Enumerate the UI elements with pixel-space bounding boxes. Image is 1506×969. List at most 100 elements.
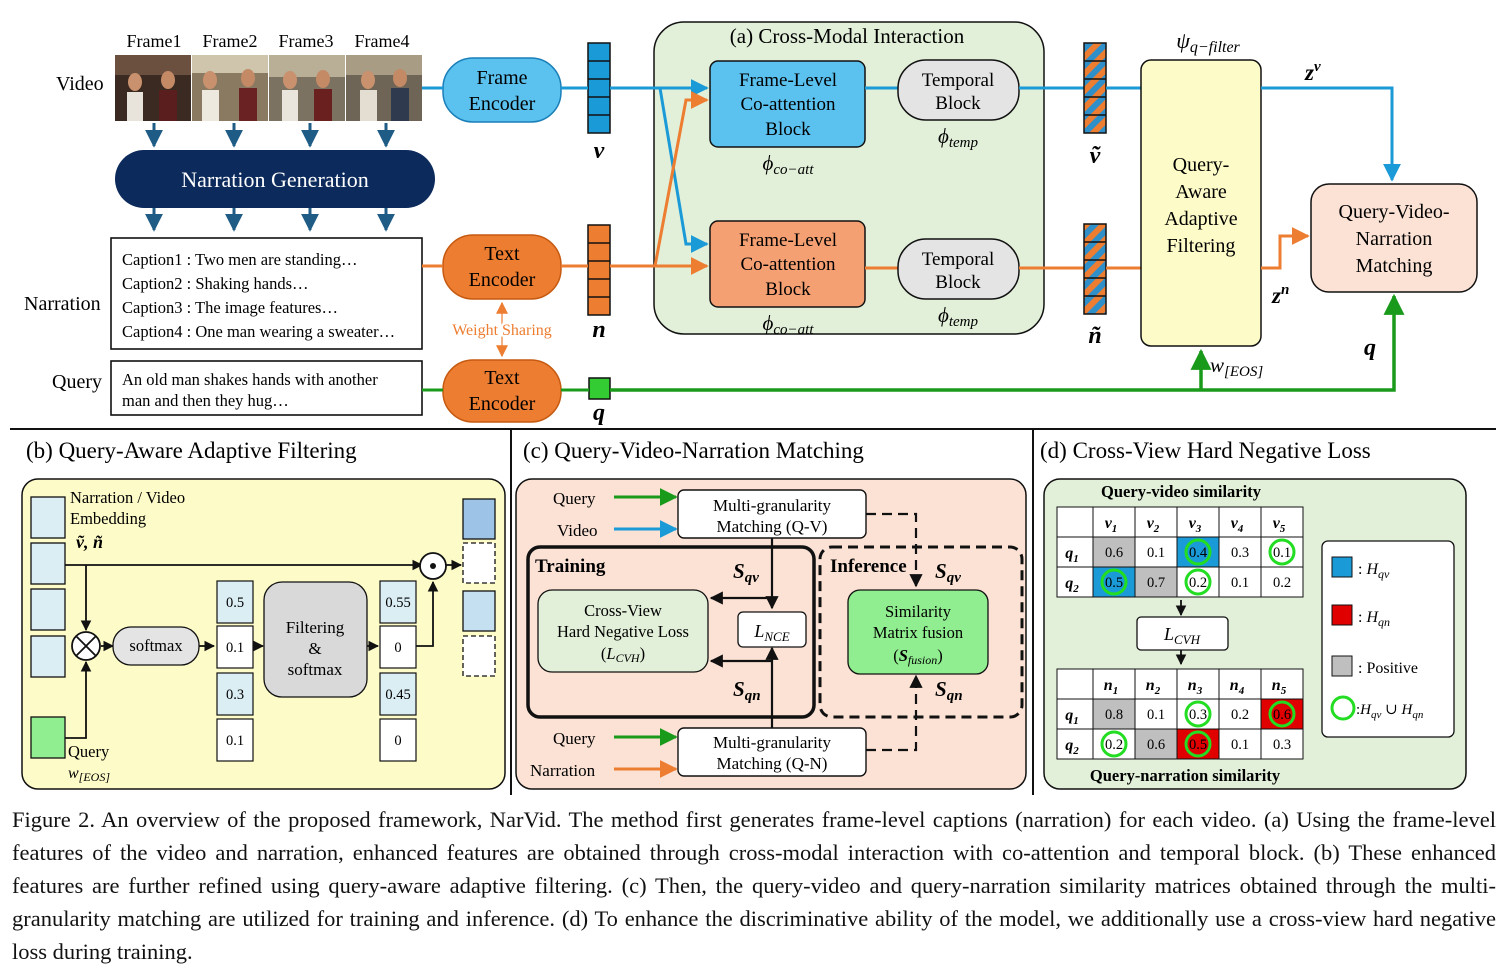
lcvh-label: LCVH — [1163, 624, 1201, 647]
embedding-label-line-1: Narration / Video — [70, 488, 185, 507]
phi-coatt-bottom: ϕco−att — [763, 311, 815, 338]
panel-c-query-label-bottom: Query — [553, 729, 596, 748]
value-left-1: 0.5 — [226, 595, 244, 611]
legend-hqv-label: : Hqv — [1358, 561, 1390, 581]
qn-cell — [1218, 698, 1262, 730]
coattention-block-narration: Frame-Level Co-attention Block — [709, 220, 866, 308]
qv-corner-cell — [1056, 506, 1094, 538]
qn-cell — [1176, 728, 1220, 760]
qaaf-line-3: Adaptive — [1164, 208, 1237, 230]
qn-hard-negative-circle — [1268, 700, 1296, 728]
legend-union-circle — [1330, 695, 1356, 721]
qn-cell — [1260, 728, 1304, 760]
caption-line-1: Caption1 : Two men are standing… — [122, 250, 357, 269]
coattention-block-video: Frame-Level Co-attention Block — [709, 60, 866, 148]
qn-col-header: n1 — [1104, 677, 1118, 697]
qvn-line-2: Narration — [1356, 228, 1433, 250]
panel-b-title: (b) Query-Aware Adaptive Filtering — [26, 438, 357, 463]
value-right-2: 0 — [394, 640, 401, 656]
qv-cell-value: 0.2 — [1189, 575, 1207, 591]
enhanced-video-vector — [1083, 42, 1107, 134]
qn-col-header: n5 — [1272, 677, 1287, 697]
elementwise-product-operator — [419, 552, 447, 580]
values-right-column: 0.55 0 0.45 0 — [379, 580, 417, 762]
qv-cell — [1218, 536, 1262, 568]
qn-cell-value: 0.3 — [1273, 737, 1291, 753]
qv-col-header: v2 — [1147, 515, 1160, 535]
coatt-video-line-2: Co-attention — [741, 94, 836, 115]
qaaf-line-4: Filtering — [1167, 235, 1236, 257]
frame-image-3 — [269, 55, 345, 121]
qv-col-header: v3 — [1189, 515, 1202, 535]
frame-encoder-line-2: Encoder — [469, 93, 536, 115]
phi-temp-bottom: ϕtemp — [938, 303, 979, 330]
zn-arrow — [1261, 227, 1310, 270]
mgm-qn-line-1: Multi-granularity — [713, 733, 832, 752]
temporal-block-video: Temporal Block — [897, 59, 1020, 121]
training-region — [526, 545, 816, 719]
panel-c-video-label: Video — [557, 521, 598, 540]
symbol-w-eos: w[EOS] — [1210, 353, 1263, 380]
qv-cell — [1092, 566, 1136, 598]
qn-cell — [1092, 728, 1136, 760]
filtering-line-2: & — [308, 639, 321, 658]
qn-col-header: n3 — [1188, 677, 1203, 697]
symbol-zv: zv — [1304, 59, 1321, 85]
frame-encoder-line-1: Frame — [476, 67, 527, 89]
qn-hard-negative-circle — [1184, 700, 1212, 728]
qn-cell-value: 0.6 — [1273, 707, 1291, 723]
text-encoder-line-2: Encoder — [469, 269, 536, 291]
qv-cell-value: 0.5 — [1105, 575, 1123, 591]
legend-union-label: :Hqv ∪ Hqn — [1356, 702, 1424, 721]
qn-hard-negative-circle — [1100, 730, 1128, 758]
weight-sharing-label: Weight Sharing — [452, 322, 552, 339]
value-left-4: 0.1 — [226, 733, 244, 749]
qv-cell-value: 0.6 — [1105, 545, 1123, 561]
frame-to-narration-arrows — [145, 123, 395, 232]
qn-hard-negative-circle — [1184, 730, 1212, 758]
panel-b-lines — [65, 559, 463, 739]
s-qn-inference: Sqn — [935, 677, 963, 704]
qn-col-header: n4 — [1230, 677, 1245, 697]
text-encoder-query-line-2: Encoder — [469, 393, 536, 415]
mgm-qn-line-2: Matching (Q-N) — [717, 754, 828, 773]
fusion-line-2: Matrix fusion — [873, 623, 963, 642]
embedding-column — [30, 496, 66, 678]
co-attention-input-arrows — [610, 79, 709, 275]
caption-line-4: Caption4 : One man wearing a sweater… — [122, 322, 395, 341]
query-feature-vector — [588, 377, 611, 400]
qv-cell-value: 0.2 — [1273, 575, 1291, 591]
qv-cell-value: 0.1 — [1147, 545, 1165, 561]
text-encoder-line-1: Text — [484, 243, 520, 265]
qv-hard-negative-circle — [1268, 538, 1296, 566]
qn-col-header-cell — [1092, 668, 1136, 700]
qv-cell-value: 0.7 — [1147, 575, 1165, 591]
qv-hard-negative-circle — [1184, 568, 1212, 596]
qn-cell-value: 0.5 — [1189, 737, 1207, 753]
inference-region — [818, 545, 1024, 719]
query-aware-adaptive-filtering-block: Query- Aware Adaptive Filtering — [1140, 59, 1262, 347]
value-left-2: 0.1 — [226, 640, 244, 656]
qn-cell-value: 0.1 — [1231, 737, 1249, 753]
fusion-line-1: Similarity — [885, 602, 952, 621]
symbol-v-tilde: ṽ — [1090, 143, 1102, 169]
s-qv-inference: Sqv — [935, 559, 961, 586]
qn-cell-value: 0.3 — [1189, 707, 1207, 723]
qv-cell — [1092, 536, 1136, 568]
narration-label: Narration — [24, 293, 101, 315]
frame-image-2 — [192, 55, 268, 121]
mgm-qv-block: Multi-granularity Matching (Q-V) — [677, 489, 867, 539]
filtering-line-3: softmax — [288, 660, 343, 679]
similarity-fusion-block: Similarity Matrix fusion (Sfusion) — [847, 589, 989, 675]
psi-filter: ψq−filter — [1176, 28, 1240, 56]
mgm-qv-line-2: Matching (Q-V) — [717, 517, 828, 536]
qv-cell-value: 0.1 — [1273, 545, 1291, 561]
temporal-narration-line-1: Temporal — [922, 249, 995, 270]
frame-label-2: Frame2 — [203, 31, 258, 51]
video-label: Video — [56, 73, 104, 95]
qv-cell-value: 0.4 — [1189, 545, 1208, 561]
query-video-narration-matching-block: Query-Video- Narration Matching — [1310, 183, 1478, 293]
qn-corner-cell — [1056, 668, 1094, 700]
